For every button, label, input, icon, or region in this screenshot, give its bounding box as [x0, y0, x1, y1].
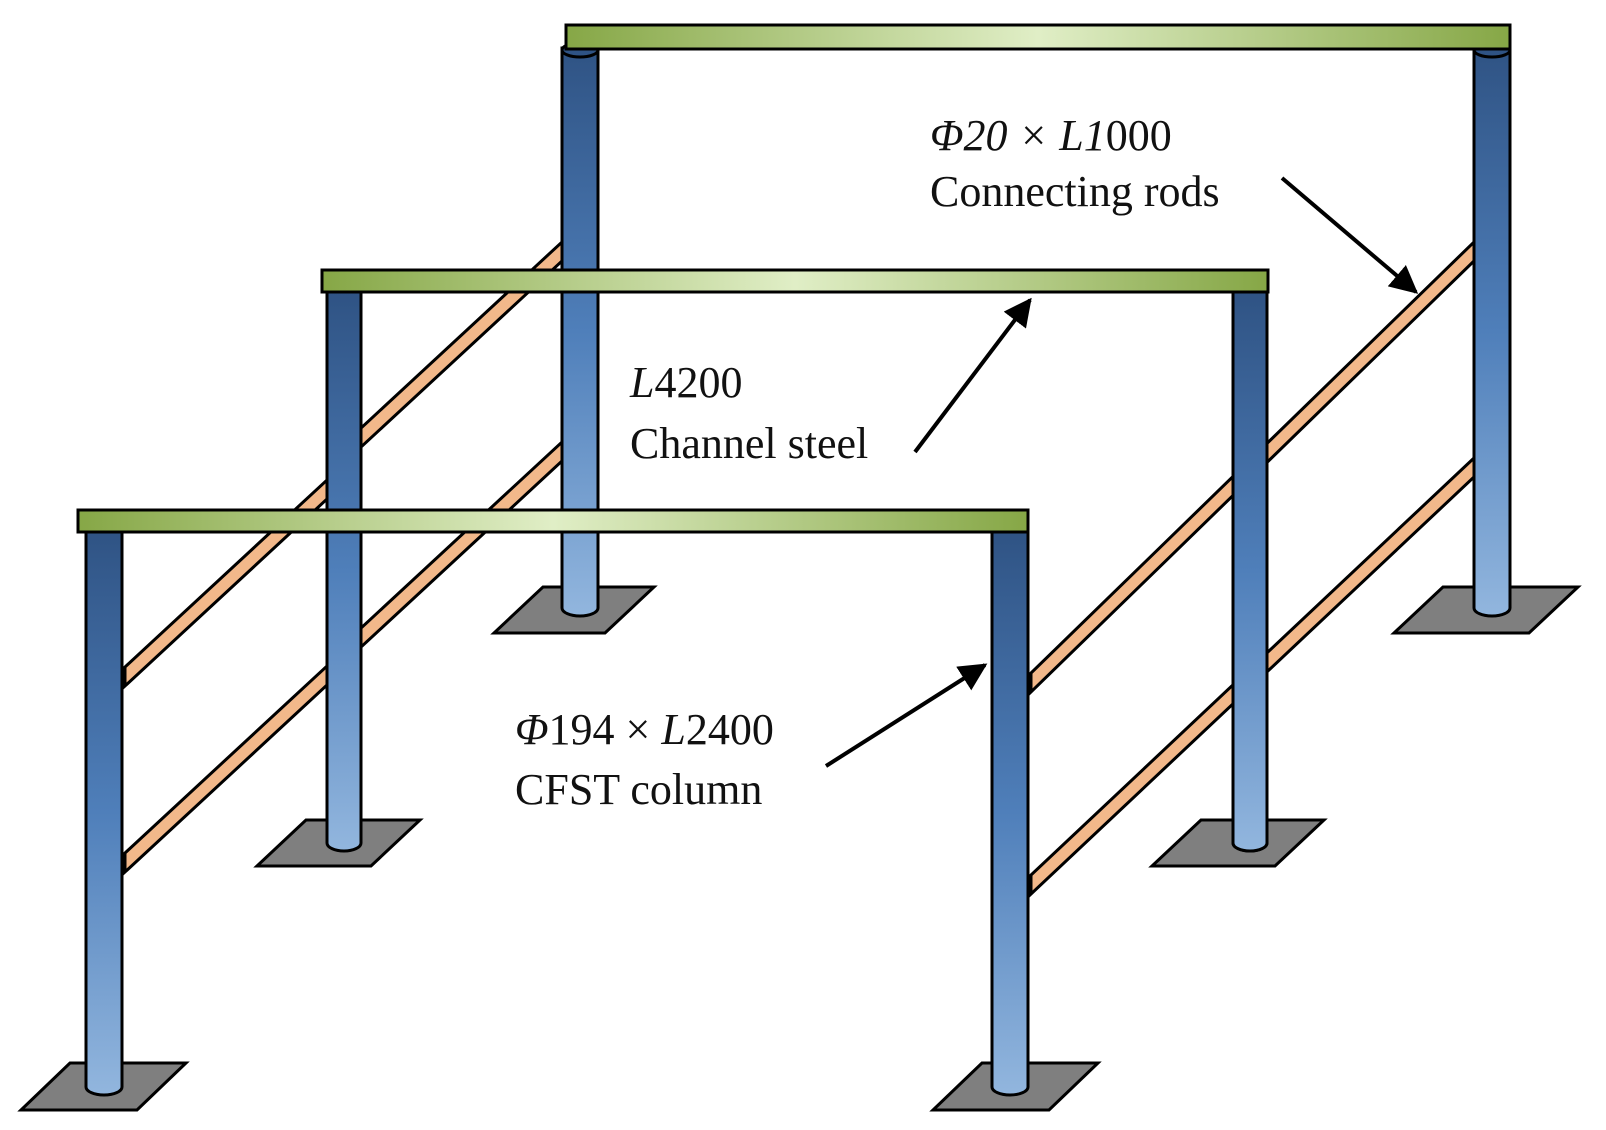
channel-beam-middle [320, 268, 1270, 294]
column-middle-left [325, 290, 363, 853]
channel-beam-front [76, 508, 1030, 534]
label-channel-steel: L4200 Channel steel [629, 358, 868, 468]
arrow-connecting-rods [1280, 176, 1419, 294]
label-connecting-rods: Φ20 × L1000 Connecting rods [930, 111, 1220, 216]
front-frame [17, 508, 1102, 1112]
channel-beam-back [564, 23, 1512, 51]
rod-middle-front-left-lower [123, 662, 329, 876]
rods-back-middle [358, 238, 564, 652]
annotation-arrows [824, 176, 1419, 768]
label-rods-size: Φ20 × L1000 [930, 111, 1172, 160]
column-back-right [1472, 46, 1512, 618]
column-middle-right-overlay [1231, 290, 1269, 853]
arrow-channel-steel [913, 297, 1032, 454]
label-channel-name: Channel steel [630, 419, 868, 468]
arrow-cfst-column [824, 663, 988, 768]
label-column-name: CFST column [515, 765, 762, 814]
column-back-left [560, 46, 600, 618]
label-rods-name: Connecting rods [930, 167, 1220, 216]
rods-right-side [1029, 238, 1476, 898]
column-front-left [84, 528, 124, 1097]
label-column-size: Φ194 × L2400 [515, 705, 774, 754]
back-frame [490, 23, 1582, 635]
rods-middle-front [123, 476, 329, 876]
middle-frame [253, 268, 1328, 868]
label-channel-length: L4200 [629, 358, 742, 407]
label-cfst-column: Φ194 × L2400 CFST column [515, 705, 774, 814]
column-front-right [990, 528, 1030, 1097]
